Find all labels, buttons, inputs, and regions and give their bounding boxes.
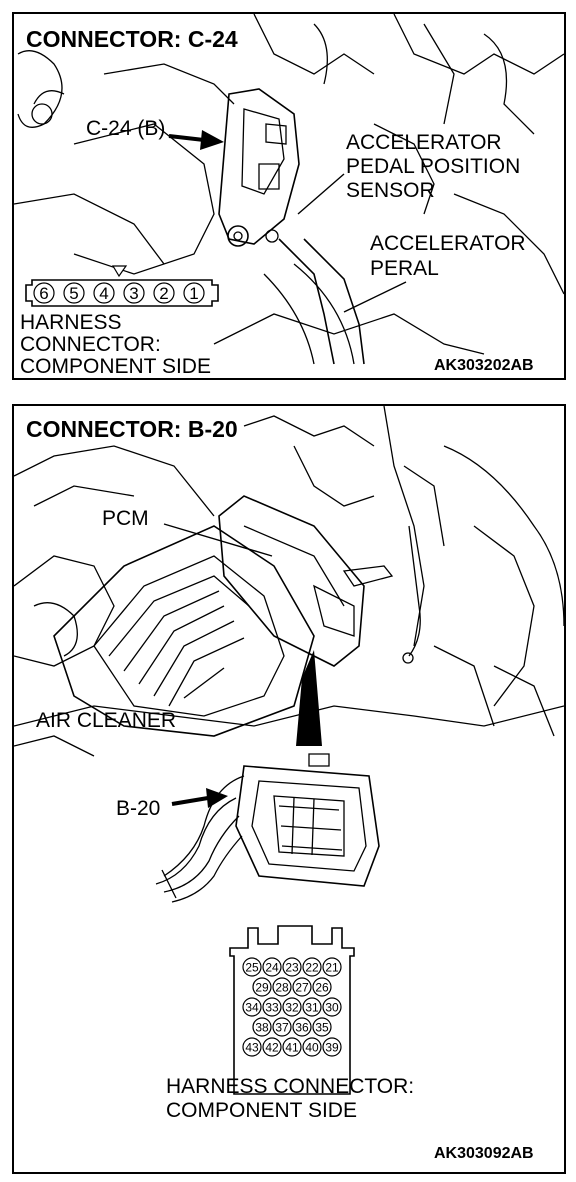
c24-line-drawing: 6 5 4 3 2 1 — [14, 14, 564, 365]
b20-pin-43-socket — [242, 1037, 262, 1057]
connector-b20-panel: 25 24 23 22 21 29 28 27 26 34 33 32 31 30 38 37 36 35 43 42… — [12, 404, 566, 1174]
b20-pin-33-socket — [262, 997, 282, 1017]
air-cleaner-label: AIR CLEANER — [36, 709, 177, 732]
b20-pin-36-socket — [292, 1017, 312, 1037]
connector-callout-b20: B-20 — [116, 797, 161, 820]
figure-code-c24: AK303202AB — [434, 357, 534, 374]
b20-pin-24-number: 24 — [265, 960, 279, 974]
page-title-b20: CONNECTOR: B-20 — [26, 416, 238, 442]
b20-pin-23-socket — [282, 957, 302, 977]
b20-pin-34-socket — [242, 997, 262, 1017]
connector-c24-panel: 6 5 4 3 2 1 CONNECTOR: C-24 C-24 (B) ACCELERA… — [12, 12, 566, 380]
harness-label-b20-line2: COMPONENT SIDE — [166, 1099, 357, 1122]
b20-pin-42-socket — [262, 1037, 282, 1057]
b20-pin-23-number: 23 — [285, 960, 299, 974]
b20-pin-25-number: 25 — [245, 960, 259, 974]
c24-pin-2-number: 2 — [159, 284, 168, 303]
b20-pin-42-number: 42 — [265, 1040, 279, 1054]
b20-pin-34-number: 34 — [245, 1000, 259, 1014]
b20-pin-35-number: 35 — [315, 1020, 329, 1034]
c24-pin-1-number: 1 — [189, 284, 198, 303]
b20-pin-38-socket — [252, 1017, 272, 1037]
c24-pin-row: 6 5 4 3 2 1 — [33, 282, 205, 304]
b20-pin-22-number: 22 — [305, 960, 319, 974]
c24-pin-4-number: 4 — [99, 284, 108, 303]
c24-pin-6-socket — [33, 282, 55, 304]
figure-code-b20: AK303092AB — [434, 1145, 534, 1162]
c24-pin-3-number: 3 — [129, 284, 138, 303]
b20-pin-28-socket — [272, 977, 292, 997]
page-title-c24: CONNECTOR: C-24 — [26, 26, 238, 52]
sensor-label-line2: PEDAL POSITION — [346, 155, 521, 178]
connector-callout-c24: C-24 (B) — [86, 117, 166, 140]
harness-label-b20-line1: HARNESS CONNECTOR: — [166, 1075, 415, 1098]
b20-pin-grid: 25 24 23 22 21 29 28 27 26 34 33 32 31 30 38 37 36 35 43 42… — [242, 957, 342, 1057]
b20-pin-41-socket — [282, 1037, 302, 1057]
b20-pin-37-socket — [272, 1017, 292, 1037]
b20-pin-31-socket — [302, 997, 322, 1017]
b20-pin-22-socket — [302, 957, 322, 977]
c24-pin-6-number: 6 — [39, 284, 48, 303]
b20-pin-31-number: 31 — [305, 1000, 319, 1014]
b20-pin-29-number: 29 — [255, 980, 269, 994]
b20-pin-40-number: 40 — [305, 1040, 319, 1054]
b20-pin-27-socket — [292, 977, 312, 997]
harness-label-line2: CONNECTOR: — [20, 333, 161, 356]
b20-pin-38-number: 38 — [255, 1020, 269, 1034]
b20-pin-36-number: 36 — [295, 1020, 309, 1034]
c24-pin-5-socket — [63, 282, 85, 304]
b20-pin-41-number: 41 — [285, 1040, 299, 1054]
c24-pin-4-socket — [93, 282, 115, 304]
pcm-label: PCM — [102, 507, 149, 530]
b20-pin-29-socket — [252, 977, 272, 997]
b20-pin-39-socket — [322, 1037, 342, 1057]
b20-pin-32-socket — [282, 997, 302, 1017]
b20-pin-32-number: 32 — [285, 1000, 299, 1014]
b20-pin-39-number: 39 — [325, 1040, 339, 1054]
b20-pin-43-number: 43 — [245, 1040, 259, 1054]
b20-line-drawing: 25 24 23 22 21 29 28 27 26 34 33 32 31 30 38 37 36 35 43 42… — [14, 406, 564, 1095]
pedal-label-line2: PERAL — [370, 257, 439, 280]
b20-pin-27-number: 27 — [295, 980, 309, 994]
pedal-label-line1: ACCELERATOR — [370, 232, 526, 255]
sensor-label-line1: ACCELERATOR — [346, 131, 502, 154]
b20-pin-28-number: 28 — [275, 980, 289, 994]
b20-pin-37-number: 37 — [275, 1020, 289, 1034]
b20-pin-24-socket — [262, 957, 282, 977]
b20-pin-40-socket — [302, 1037, 322, 1057]
c24-pin-1-socket — [183, 282, 205, 304]
b20-pin-26-socket — [312, 977, 332, 997]
b20-pin-25-socket — [242, 957, 262, 977]
b20-pin-30-socket — [322, 997, 342, 1017]
harness-label-line1: HARNESS — [20, 311, 122, 334]
sensor-label-line3: SENSOR — [346, 179, 435, 202]
c24-pin-3-socket — [123, 282, 145, 304]
c24-pin-2-socket — [153, 282, 175, 304]
c24-pin-5-number: 5 — [69, 284, 78, 303]
harness-label-line3: COMPONENT SIDE — [20, 355, 211, 378]
b20-pin-33-number: 33 — [265, 1000, 279, 1014]
b20-pin-21-number: 21 — [325, 960, 339, 974]
b20-pin-30-number: 30 — [325, 1000, 339, 1014]
b20-pin-26-number: 26 — [315, 980, 329, 994]
b20-pin-21-socket — [322, 957, 342, 977]
b20-pin-35-socket — [312, 1017, 332, 1037]
